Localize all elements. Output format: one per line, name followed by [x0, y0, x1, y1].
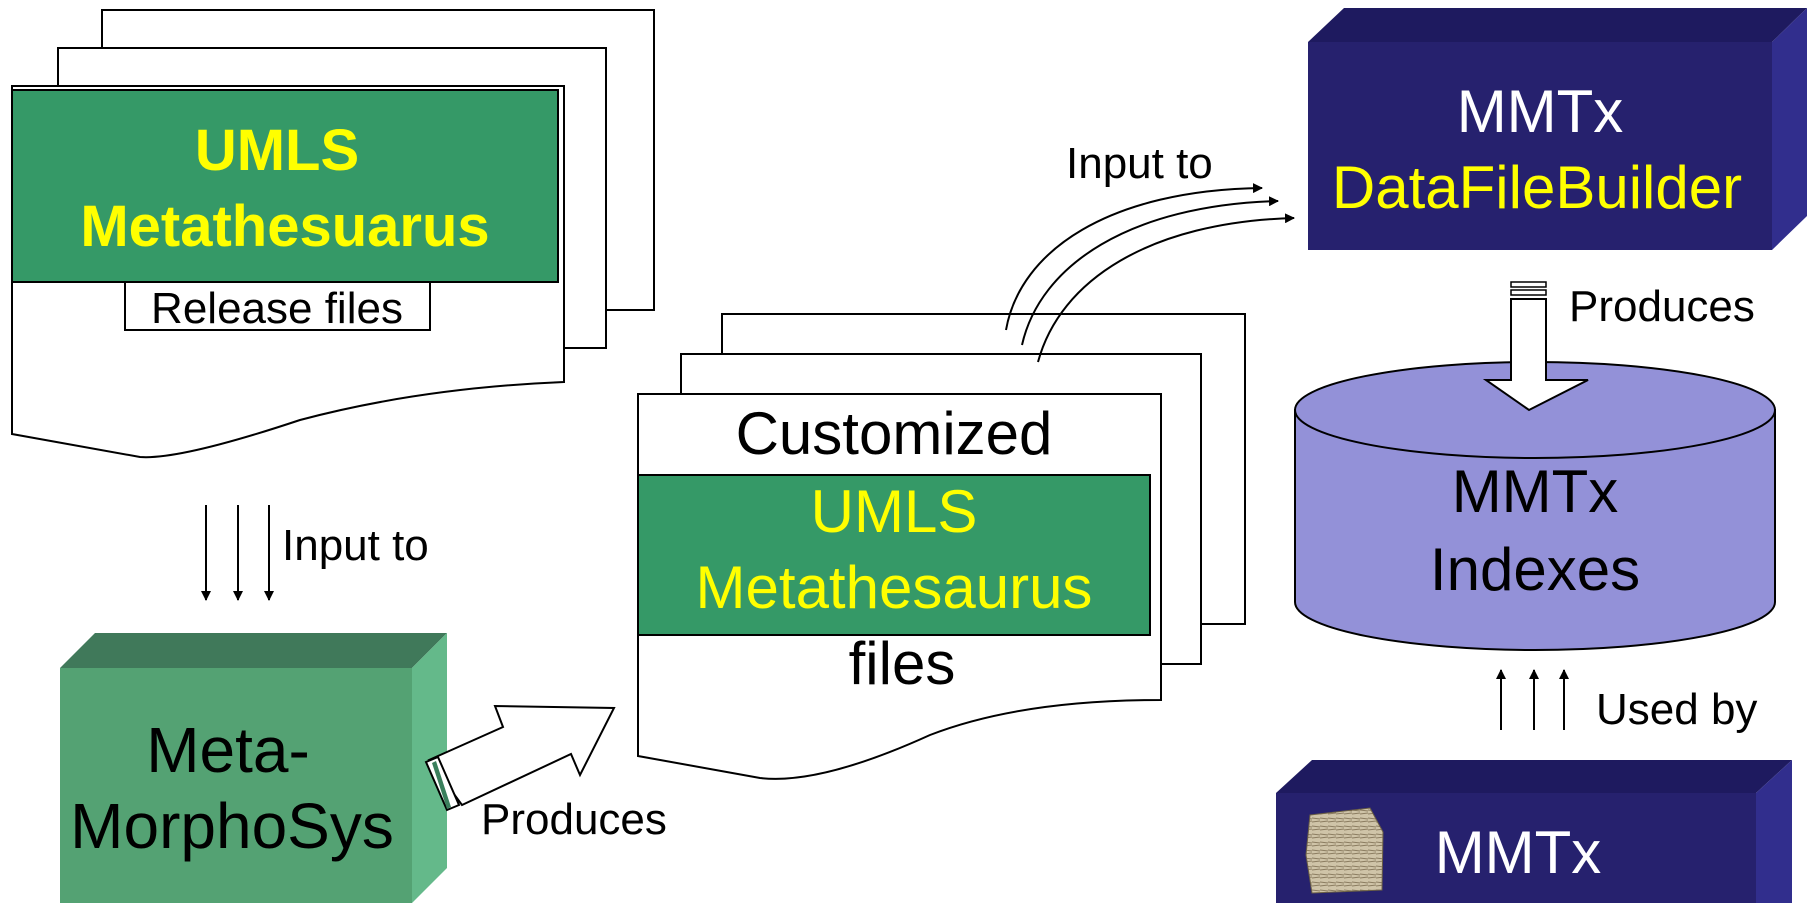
indexes-line2: Indexes	[1430, 536, 1640, 603]
produces-label-2: Produces	[1569, 282, 1755, 331]
datafilebuilder-box-top	[1308, 8, 1807, 42]
release-title-line1: UMLS	[195, 118, 359, 183]
datafilebuilder-box-front	[1308, 42, 1772, 250]
used-by-arrows	[1496, 669, 1569, 730]
customized-title-line1: UMLS	[811, 478, 978, 545]
rosetta-stone-icon	[1305, 807, 1384, 894]
datafilebuilder-line1: MMTx	[1457, 78, 1624, 145]
datafilebuilder-box-side	[1772, 8, 1807, 250]
produces-arrow-1	[424, 704, 616, 812]
cylinder-body	[1294, 409, 1776, 651]
metamorphosys-box-front	[60, 668, 412, 903]
mmtx-label: MMTx	[1435, 819, 1602, 886]
datafilebuilder-line2: DataFileBuilder	[1332, 154, 1742, 221]
block-arrow-tail-stripe	[432, 761, 451, 809]
release-label: Release files	[151, 284, 403, 333]
release-label-box	[124, 281, 431, 331]
down-block-arrow	[1482, 298, 1589, 412]
curved-arrow	[1005, 183, 1263, 331]
curved-arrow	[1021, 196, 1279, 346]
indexes-line1: MMTx	[1452, 458, 1619, 525]
customized-title-line2: Metathesaurus	[696, 554, 1093, 621]
release-files-stack: UMLS Metathesuarus Release files	[11, 9, 655, 459]
down-block-arrow-stripe	[1510, 281, 1547, 288]
input-arrows-1	[201, 505, 274, 601]
block-arrow-right	[427, 704, 616, 807]
curved-arrow	[1037, 213, 1295, 363]
datafilebuilder-box: MMTx DataFileBuilder	[1308, 8, 1807, 250]
mmtx-box: MMTx	[1276, 760, 1792, 903]
customized-files-stack: Customized UMLS Metathesaurus files	[637, 313, 1246, 780]
metamorphosys-line1: Meta-	[146, 714, 310, 786]
customized-header: Customized	[736, 400, 1053, 467]
input-to-label-2: Input to	[1066, 139, 1213, 188]
used-by-label: Used by	[1596, 685, 1757, 734]
metamorphosys-line2: MorphoSys	[70, 790, 394, 862]
input-arrows-2	[1005, 183, 1295, 363]
mmtx-box-top	[1276, 760, 1792, 793]
produces-arrow-2	[1482, 281, 1589, 412]
produces-label-1: Produces	[481, 795, 667, 844]
metamorphosys-box: Meta- MorphoSys	[60, 633, 447, 903]
release-title-line2: Metathesuarus	[80, 194, 489, 259]
release-title-box	[11, 89, 559, 283]
down-block-arrow-stripe	[1510, 289, 1547, 296]
input-to-label-1: Input to	[282, 521, 429, 570]
mmtx-box-side	[1756, 760, 1792, 903]
customized-footer: files	[849, 630, 956, 697]
indexes-cylinder: MMTx Indexes	[1294, 361, 1776, 651]
metamorphosys-box-top	[60, 633, 447, 668]
customized-title-box	[637, 474, 1151, 636]
